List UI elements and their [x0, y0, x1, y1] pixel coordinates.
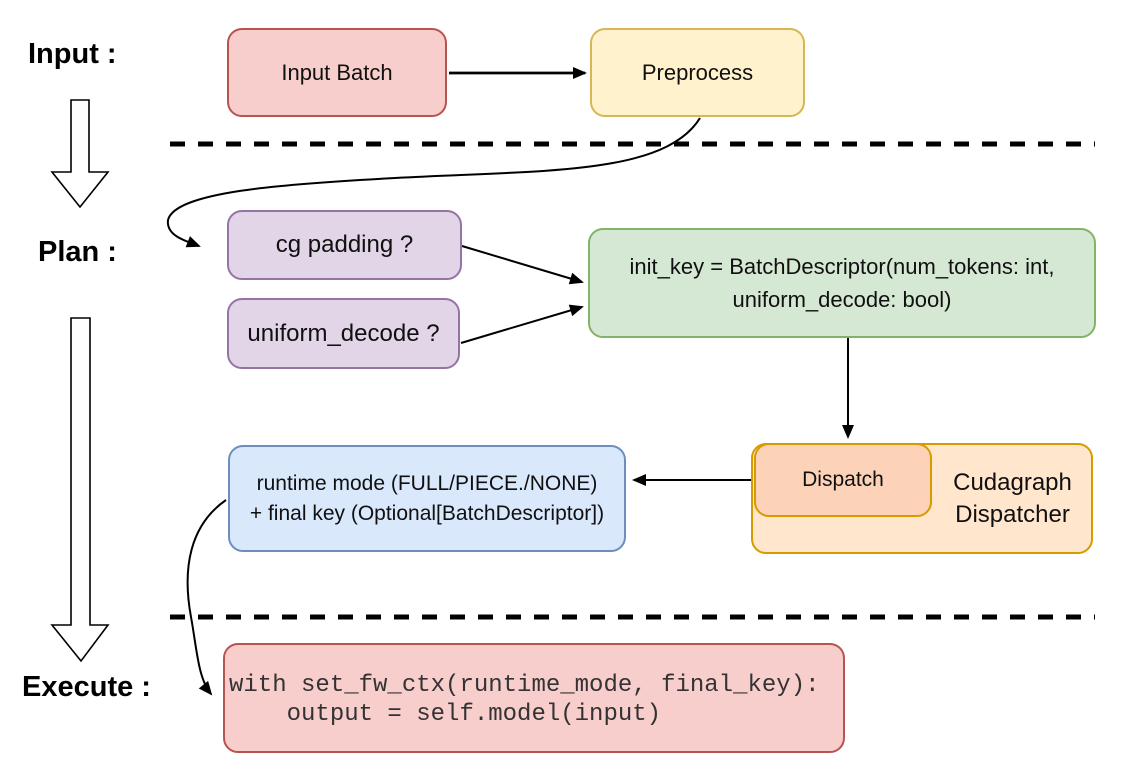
- connector-runtime-execute: [186, 499, 227, 696]
- stage-label-input: Input :: [28, 38, 117, 70]
- node-uniform-decode: uniform_decode ?: [227, 298, 460, 369]
- node-dispatch: Dispatch: [754, 443, 932, 517]
- node-init-key-line2: uniform_decode: bool): [732, 287, 952, 312]
- node-preprocess: Preprocess: [590, 28, 805, 117]
- node-cg-padding-label: cg padding ?: [275, 231, 414, 258]
- node-execute-code: with set_fw_ctx(runtime_mode, final_key)…: [223, 643, 845, 753]
- node-cudagraph-dispatcher-label: Cudagraph Dispatcher: [932, 443, 1093, 554]
- stage-label-plan: Plan :: [38, 236, 117, 268]
- node-cg-padding: cg padding ?: [227, 210, 462, 280]
- node-init-key-line1: init_key = BatchDescriptor(num_tokens: i…: [629, 254, 1055, 279]
- node-runtime-output-line2: + final key (Optional[BatchDescriptor]): [249, 501, 605, 525]
- execute-code-line1: with set_fw_ctx(runtime_mode, final_key)…: [229, 672, 820, 699]
- node-dispatch-label: Dispatch: [802, 468, 884, 491]
- node-runtime-output-line1: runtime mode (FULL/PIECE./NONE): [256, 471, 598, 495]
- cudagraph-dispatcher-line1: Cudagraph: [953, 468, 1072, 496]
- cudagraph-dispatcher-line2: Dispatcher: [955, 500, 1070, 528]
- node-init-key: init_key = BatchDescriptor(num_tokens: i…: [588, 228, 1096, 338]
- stage-arrow-plan-to-execute: [50, 317, 110, 663]
- connector-cgpadding-initkey: [461, 245, 584, 285]
- execute-code-line2: output = self.model(input): [229, 701, 662, 728]
- node-runtime-output: runtime mode (FULL/PIECE./NONE) + final …: [228, 445, 626, 552]
- stage-label-execute: Execute :: [22, 671, 151, 703]
- node-preprocess-label: Preprocess: [641, 59, 754, 85]
- node-input-batch-label: Input Batch: [281, 59, 393, 85]
- node-input-batch: Input Batch: [227, 28, 447, 117]
- stage-arrow-input-to-plan: [50, 99, 110, 209]
- connector-uniformdecode-initkey: [460, 304, 584, 344]
- connector-preprocess-plan: [166, 117, 701, 248]
- node-uniform-decode-label: uniform_decode ?: [247, 319, 440, 347]
